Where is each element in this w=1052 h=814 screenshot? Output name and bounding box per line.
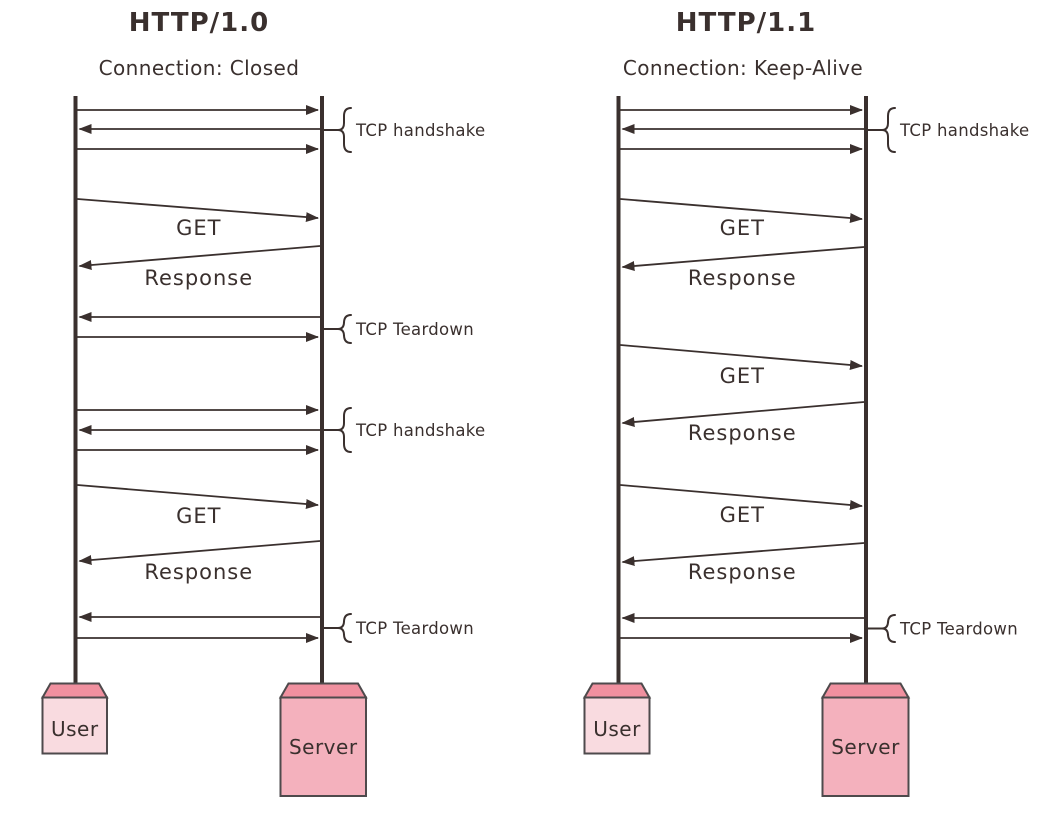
curly-brace-icon xyxy=(337,613,352,643)
diagram-subtitle-http11: Connection: Keep-Alive xyxy=(623,56,863,80)
message-arrow-get xyxy=(620,344,863,370)
message-label: GET xyxy=(720,364,765,388)
client-box-lid xyxy=(40,682,109,699)
client-box-lid xyxy=(582,682,652,699)
bracket-label: TCP Teardown xyxy=(899,620,1018,639)
curly-brace-icon xyxy=(881,107,896,153)
bracket-label: TCP handshake xyxy=(355,121,486,140)
server-box-lid xyxy=(820,682,911,699)
server-box-body xyxy=(279,696,367,797)
message-label: Response xyxy=(688,266,797,290)
message-arrow-response xyxy=(621,246,865,271)
message-label: Response xyxy=(688,560,797,584)
client-box-label: User xyxy=(51,717,99,741)
diagram-title-http10: HTTP/1.0 xyxy=(129,8,269,38)
client-box-body xyxy=(41,696,108,755)
message-arrow-get xyxy=(620,198,863,223)
message-label: Response xyxy=(688,421,797,445)
diagram-subtitle-http10: Connection: Closed xyxy=(99,56,300,80)
message-label: Response xyxy=(144,266,253,290)
curly-brace-icon xyxy=(337,407,352,453)
message-label: GET xyxy=(720,503,765,527)
message-arrow-response xyxy=(621,542,865,567)
message-arrow-get xyxy=(77,484,319,509)
bracket-label: TCP handshake xyxy=(899,121,1030,140)
server-box-label: Server xyxy=(831,735,900,759)
client-box-label: User xyxy=(593,717,641,741)
diagram-title-http11: HTTP/1.1 xyxy=(676,8,816,38)
message-arrow-response xyxy=(78,540,321,565)
server-box-lid xyxy=(278,682,368,699)
client-box-body xyxy=(583,696,651,755)
message-label: GET xyxy=(176,216,221,240)
curly-brace-icon xyxy=(881,614,896,643)
message-arrow-response xyxy=(621,401,865,427)
server-box-body xyxy=(821,696,910,797)
message-label: Response xyxy=(144,560,253,584)
bracket-label: TCP Teardown xyxy=(355,320,474,339)
message-arrow-get xyxy=(620,484,863,510)
message-label: GET xyxy=(176,504,221,528)
server-box-label: Server xyxy=(289,735,358,759)
message-label: GET xyxy=(720,216,765,240)
curly-brace-icon xyxy=(337,107,352,153)
message-arrow-get xyxy=(77,198,319,223)
curly-brace-icon xyxy=(337,314,352,344)
bracket-label: TCP Teardown xyxy=(355,619,474,638)
bracket-label: TCP handshake xyxy=(355,421,486,440)
message-arrow-response xyxy=(78,245,321,270)
